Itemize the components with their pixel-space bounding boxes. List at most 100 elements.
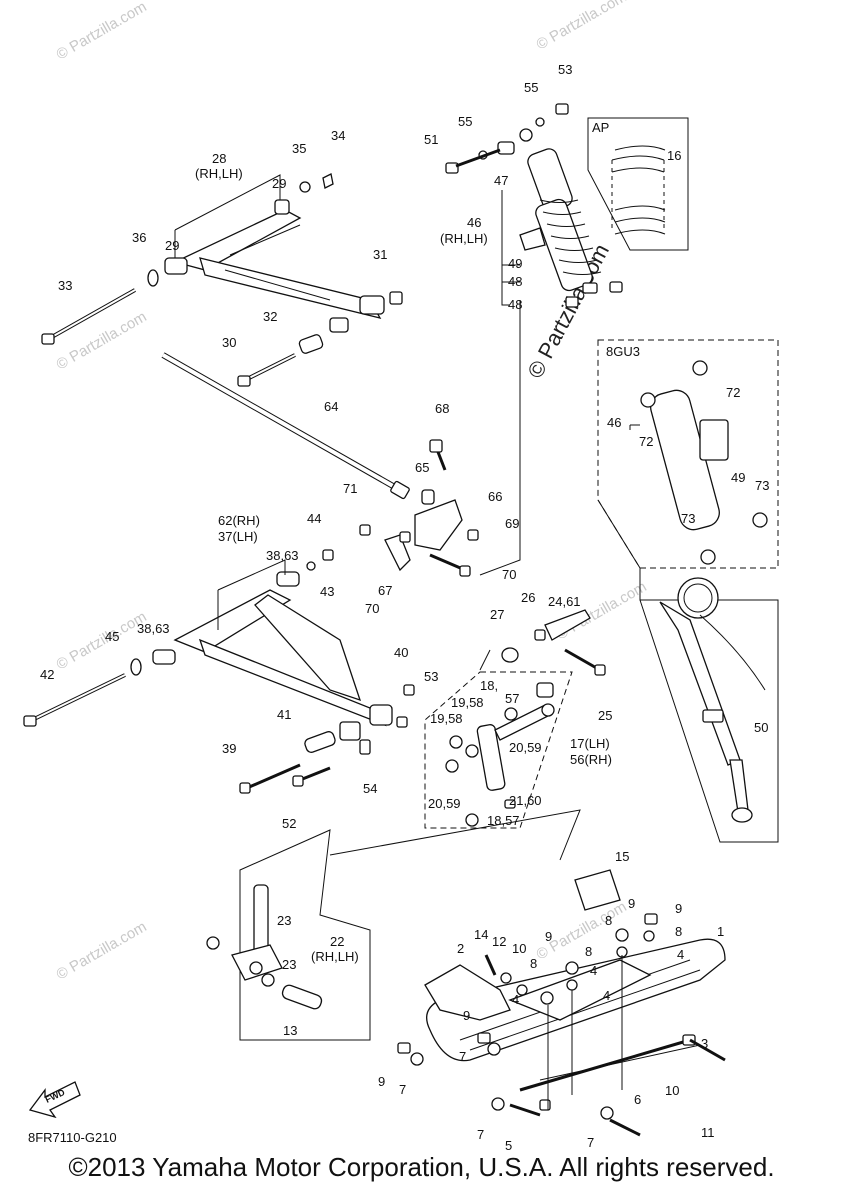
part-label: 9 [675, 901, 682, 916]
part-label: 6 [634, 1092, 641, 1107]
part-label: 49 [731, 470, 745, 485]
watermark-text: © Partzilla.com [54, 0, 150, 63]
part-label: 4 [603, 988, 610, 1003]
shaft-drawing [161, 352, 410, 500]
part-label: 7 [477, 1127, 484, 1142]
part-label: 42 [40, 667, 54, 682]
spindle-drawing [206, 829, 371, 1041]
part-label: 55 [458, 114, 472, 129]
part-label: 70 [502, 567, 516, 582]
part-label: 31 [373, 247, 387, 262]
part-label: 2 [457, 941, 464, 956]
part-label: 65 [415, 460, 429, 475]
part-label: 20,59 [509, 740, 542, 755]
part-label: 38,63 [137, 621, 170, 636]
part-label: 62(RH) [218, 513, 260, 528]
part-label: 9 [545, 929, 552, 944]
part-label: 47 [494, 173, 508, 188]
part-label: 1 [717, 924, 724, 939]
part-label: 35 [292, 141, 306, 156]
part-label: 9 [628, 896, 635, 911]
part-label: 51 [424, 132, 438, 147]
part-label: 27 [490, 607, 504, 622]
part-label: 21,60 [509, 793, 542, 808]
part-label: 40 [394, 645, 408, 660]
part-label: 7 [587, 1135, 594, 1150]
part-label: 5 [505, 1138, 512, 1153]
part-label: 20,59 [428, 796, 461, 811]
part-label: 9 [463, 1008, 470, 1023]
part-label: 50 [754, 720, 768, 735]
ap-box-title: AP [592, 120, 609, 135]
part-label: 29 [272, 176, 286, 191]
copyright-notice: ©2013 Yamaha Motor Corporation, U.S.A. A… [68, 1152, 775, 1182]
part-label: 26 [521, 590, 535, 605]
part-label: 48 [508, 297, 522, 312]
part-label: 53 [424, 669, 438, 684]
gu3-box-title: 8GU3 [606, 344, 640, 359]
part-label: 48 [508, 274, 522, 289]
part-label: 7 [459, 1049, 466, 1064]
part-label: (RH,LH) [440, 231, 488, 246]
part-label: 24,61 [548, 594, 581, 609]
part-label: 49 [508, 256, 522, 271]
part-label: 36 [132, 230, 146, 245]
part-label: 46 [607, 415, 621, 430]
lower-a-arm-drawing [23, 549, 415, 794]
part-label: 66 [488, 489, 502, 504]
part-label: 9 [378, 1074, 385, 1089]
part-label: 23 [277, 913, 291, 928]
part-label: 39 [222, 741, 236, 756]
part-label: 8 [605, 913, 612, 928]
part-label: 15 [615, 849, 629, 864]
part-label: 19,58 [430, 711, 463, 726]
part-label: 52 [282, 816, 296, 831]
part-label: 7 [399, 1082, 406, 1097]
part-label: 4 [512, 992, 519, 1007]
diagram-code: 8FR7110-G210 [28, 1130, 117, 1145]
part-label: 8 [675, 924, 682, 939]
part-label: 10 [512, 941, 526, 956]
part-label: 33 [58, 278, 72, 293]
part-label: 10 [665, 1083, 679, 1098]
part-label: 53 [558, 62, 572, 77]
fwd-arrow: FWD [28, 1081, 81, 1119]
part-label: 8 [585, 944, 592, 959]
part-label: 68 [435, 401, 449, 416]
part-label: 54 [363, 781, 377, 796]
part-label: 12 [492, 934, 506, 949]
part-label: 32 [263, 309, 277, 324]
part-label: 70 [365, 601, 379, 616]
part-label: 11 [701, 1125, 715, 1140]
part-label: 73 [681, 511, 695, 526]
part-label: 43 [320, 584, 334, 599]
spindle-box [424, 609, 606, 829]
part-label: 25 [598, 708, 612, 723]
part-label: 41 [277, 707, 291, 722]
part-label: (RH,LH) [195, 166, 243, 181]
ap-box: AP [587, 117, 689, 251]
part-label: 23 [282, 957, 296, 972]
watermark-text: © Partzilla.com [554, 578, 650, 643]
part-label: 4 [590, 963, 597, 978]
part-label: 44 [307, 511, 321, 526]
part-label: 37(LH) [218, 529, 258, 544]
gu3-box: 8GU3 [597, 339, 779, 569]
part-label: 72 [726, 385, 740, 400]
part-label: 71 [343, 481, 357, 496]
upper-a-arm-drawing [41, 173, 403, 387]
part-label: 4 [677, 947, 684, 962]
part-label: 38,63 [266, 548, 299, 563]
bracket-drawing [359, 439, 479, 577]
part-label: 18,57 [487, 813, 520, 828]
part-label: 18, [480, 678, 498, 693]
part-label: 17(LH) [570, 736, 610, 751]
part-label: 30 [222, 335, 236, 350]
part-label: 73 [755, 478, 769, 493]
part-label: 64 [324, 399, 338, 414]
part-label: 28 [212, 151, 226, 166]
part-label: 3 [701, 1036, 708, 1051]
part-label: 72 [639, 434, 653, 449]
part-label: 67 [378, 583, 392, 598]
